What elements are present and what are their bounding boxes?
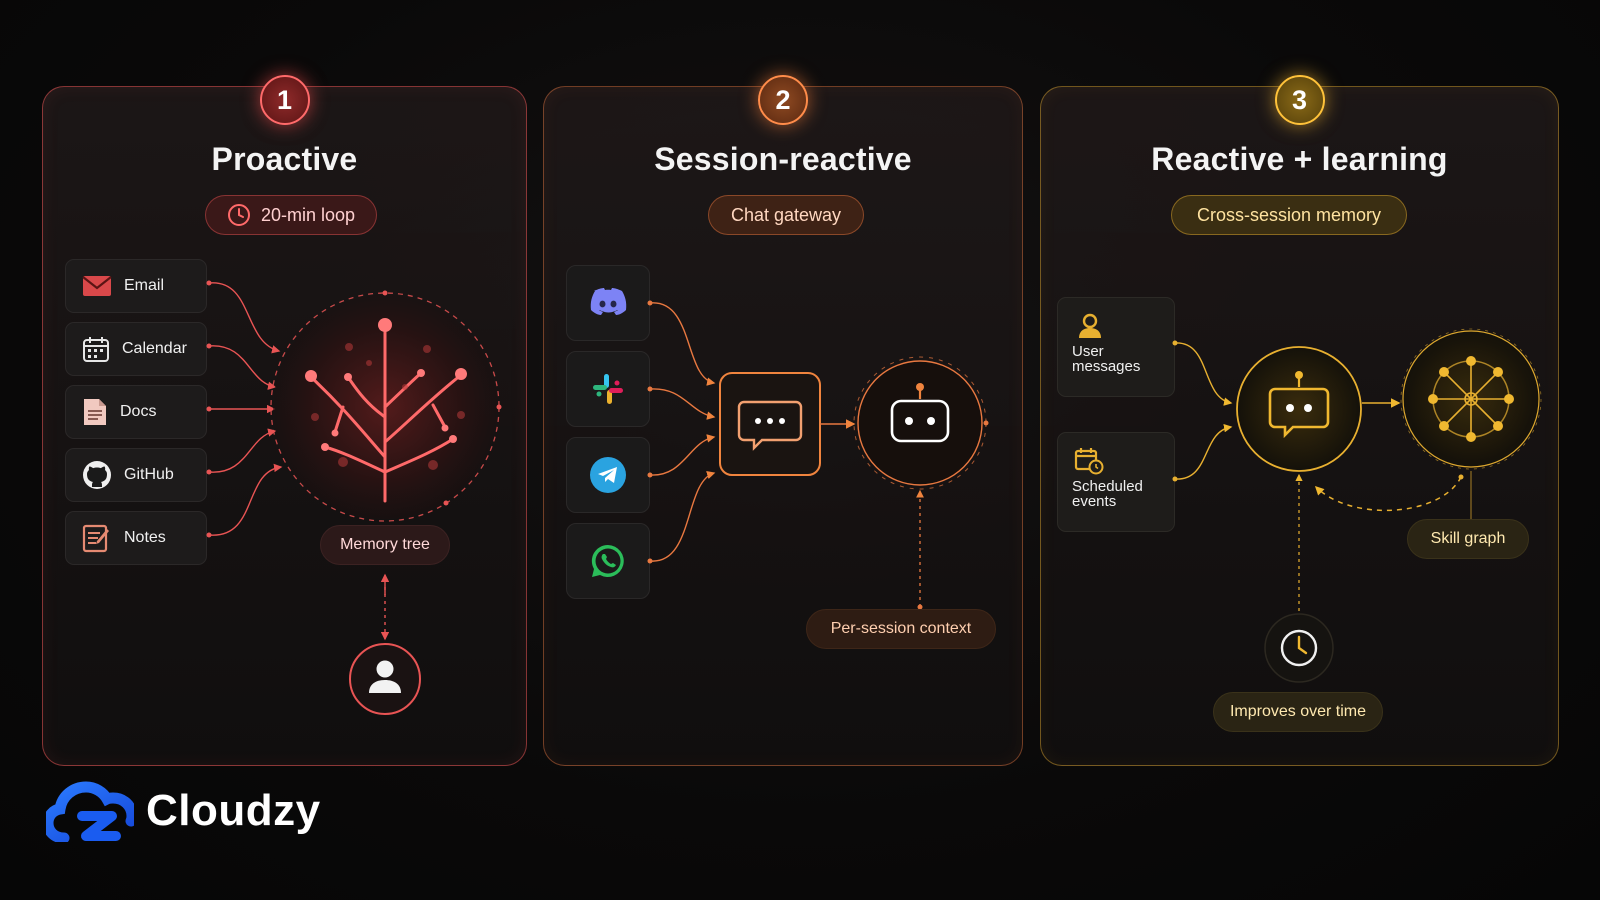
reactive-learning-panel: 3 Reactive + learning Cross-session memo… — [1040, 75, 1559, 766]
input-label-line1: Scheduled — [1072, 478, 1143, 495]
input-label-line2: events — [1072, 493, 1117, 510]
whatsapp-icon — [591, 544, 624, 577]
proactive-panel: 1 Proactive 20-min loop Email Calendar D… — [42, 75, 527, 766]
slack-icon — [593, 374, 623, 404]
improves-over-time-label: Improves over time — [1213, 692, 1383, 732]
bot-icon — [890, 383, 950, 443]
calendar-icon — [83, 337, 109, 362]
step-number-badge: 2 — [758, 75, 808, 125]
loop-pill: 20-min loop — [205, 195, 377, 235]
brand-name: Cloudzy — [146, 786, 321, 835]
source-docs: Docs — [65, 385, 207, 439]
user-icon — [369, 660, 401, 693]
memory-pill: Cross-session memory — [1171, 195, 1407, 235]
slack-app-tile — [566, 351, 650, 427]
app-connectors — [649, 302, 716, 562]
memory-tree-diagram — [206, 280, 502, 715]
chat-bot-icon — [1268, 371, 1330, 439]
cloud-logo-icon — [46, 781, 134, 842]
telegram-app-tile — [566, 437, 650, 513]
notes-icon — [82, 524, 109, 553]
document-icon — [84, 399, 106, 425]
source-label: Notes — [124, 529, 166, 546]
telegram-icon — [590, 457, 626, 493]
source-calendar: Calendar — [65, 322, 207, 376]
discord-icon — [590, 288, 627, 315]
pill-label: 20-min loop — [260, 204, 356, 225]
scheduled-events-input: Scheduled events — [1057, 432, 1175, 532]
email-icon — [82, 276, 112, 296]
user-icon — [1079, 313, 1101, 338]
brand-logo: Cloudzy — [46, 780, 321, 842]
session-reactive-panel: 2 Session-reactive Chat gateway — [543, 75, 1023, 766]
step-number-badge: 3 — [1274, 75, 1325, 125]
calendar-clock-icon — [1074, 448, 1104, 475]
source-label: Calendar — [122, 340, 187, 357]
whatsapp-app-tile — [566, 523, 650, 599]
per-session-context-label: Per-session context — [806, 609, 996, 649]
source-email: Email — [65, 259, 207, 313]
source-label: GitHub — [124, 466, 174, 483]
source-label: Docs — [120, 403, 157, 420]
source-notes: Notes — [65, 511, 207, 565]
source-connectors — [208, 282, 283, 536]
panel-title: Session-reactive — [654, 141, 912, 177]
step-number-badge: 1 — [259, 75, 310, 125]
gateway-pill: Chat gateway — [708, 195, 864, 235]
input-connectors — [1174, 342, 1233, 480]
user-messages-input: User messages — [1057, 297, 1175, 397]
source-label: Email — [124, 277, 165, 294]
memory-tree-label: Memory tree — [320, 525, 450, 565]
clock-icon — [227, 204, 250, 226]
learning-flow-diagram — [1172, 328, 1542, 683]
input-label-line2: messages — [1072, 358, 1141, 375]
clock-icon — [1280, 629, 1318, 667]
input-label-line1: User — [1072, 343, 1104, 360]
panel-title: Proactive — [211, 141, 358, 177]
source-github: GitHub — [65, 448, 207, 502]
gateway-flow-diagram — [647, 300, 989, 610]
chat-bubble-icon — [737, 400, 803, 451]
panel-title: Reactive + learning — [1151, 141, 1448, 177]
github-icon — [83, 461, 111, 489]
skill-graph-label: Skill graph — [1407, 519, 1529, 559]
